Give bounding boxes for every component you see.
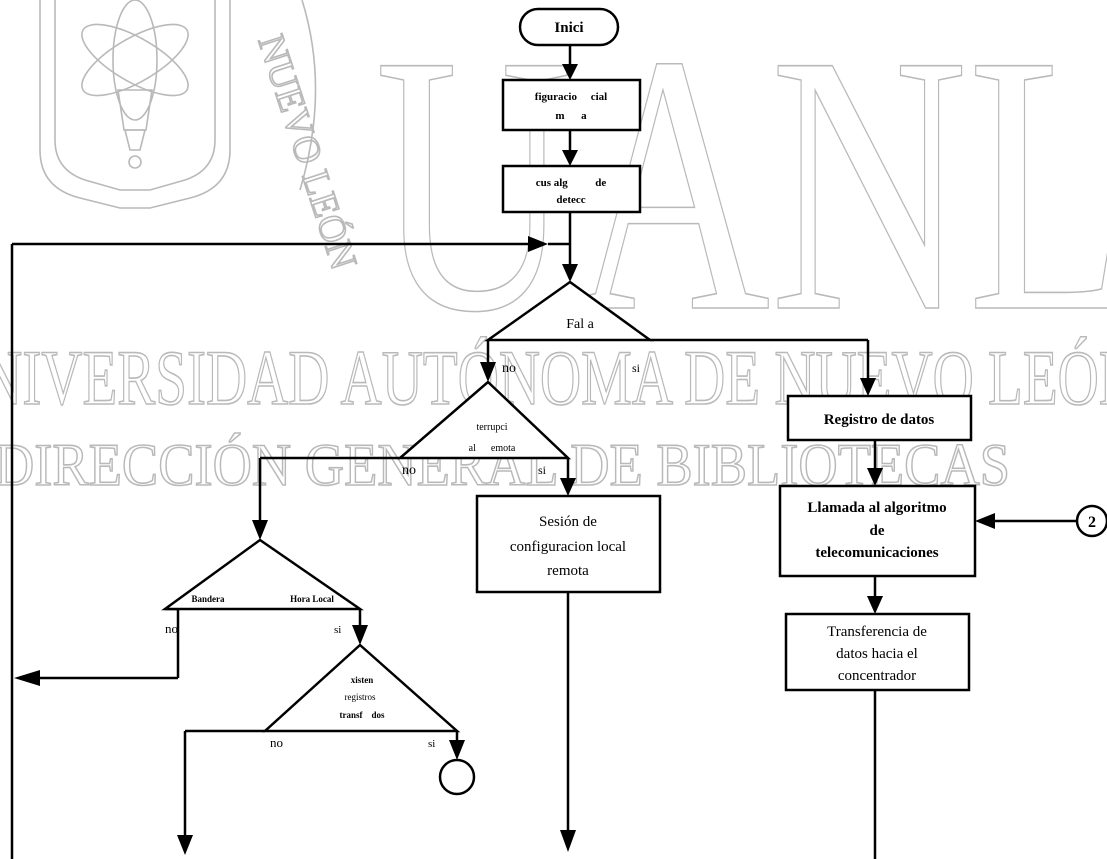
arrowhead-right <box>528 236 548 252</box>
process-label: Sesión de <box>539 514 597 530</box>
arrowhead-down <box>480 362 496 382</box>
branch-no-label: no <box>270 735 283 750</box>
process-label: telecomunicaciones <box>815 545 938 561</box>
decision-label: transf dos <box>339 710 385 720</box>
process-label: m a <box>555 110 587 122</box>
arrowhead-down <box>562 64 578 80</box>
decision-falla: Fal a no si <box>484 280 654 376</box>
arrowhead-down <box>562 150 578 166</box>
arrowhead-left <box>14 670 40 686</box>
decision-label: Fal a <box>566 317 594 332</box>
start-label: Inici <box>554 20 583 36</box>
process-label: datos hacia el <box>836 646 918 662</box>
process-label: configuracion local <box>510 539 626 555</box>
decision-label: Hora Local <box>290 594 334 604</box>
process-box-sesion-configuracion: Sesión de configuracion local remota <box>475 494 662 594</box>
arrowhead-down <box>867 596 883 614</box>
arrowhead-down <box>449 740 465 760</box>
seal-arc-text: NUEVO LEÓN <box>249 30 364 275</box>
process-box-llamada-algoritmo: Llamada al algoritmo de telecomunicacion… <box>778 484 977 578</box>
process-box-transferencia-datos: Transferencia de datos hacia el concentr… <box>784 612 971 692</box>
decision-interrupcion: terrupci al emota no si <box>396 380 572 478</box>
decision-label: registros <box>345 692 376 702</box>
process-label: concentrador <box>838 668 916 684</box>
branch-si-label: si <box>538 463 547 477</box>
process-box-algoritmo-deteccion: cus alg de detecc <box>501 164 642 214</box>
arrowhead-down <box>560 830 576 852</box>
arrowhead-down <box>867 468 883 486</box>
branch-no-label: no <box>165 621 178 636</box>
process-label: detecc <box>556 194 585 206</box>
process-label: Registro de datos <box>824 412 935 428</box>
arrowhead-down <box>352 625 368 645</box>
arrowhead-down <box>560 478 576 496</box>
branch-si-label: si <box>334 624 341 636</box>
decision-label: Bandera <box>191 594 225 604</box>
decision-label: terrupci <box>476 422 507 433</box>
process-box-configuracion-inicial: figuracio cial m a <box>501 78 642 132</box>
branch-no-label: no <box>402 463 416 478</box>
process-label: figuracio cial <box>535 91 607 103</box>
process-label: Transferencia de <box>827 624 927 640</box>
process-label: de <box>870 523 885 539</box>
decision-label: xisten <box>351 675 374 685</box>
process-box-registro-datos: Registro de datos <box>786 394 973 442</box>
decision-label: al emota <box>469 443 516 454</box>
connector-label: 2 <box>1088 514 1096 531</box>
process-label: Llamada al algoritmo <box>807 500 946 516</box>
process-label: remota <box>547 563 589 579</box>
start-terminal: Inici <box>518 7 620 47</box>
arrowhead-down <box>562 264 578 282</box>
flowchart-lines <box>10 45 1077 859</box>
branch-si-label: si <box>632 361 641 375</box>
watermark-uanl: UANL <box>375 0 1107 389</box>
offpage-connector-circle <box>438 758 476 796</box>
branch-si-label: si <box>428 738 435 750</box>
connector-2: 2 <box>1075 504 1107 538</box>
arrowhead-left <box>975 513 995 529</box>
arrowhead-down <box>177 835 193 855</box>
decision-existen-registros: xisten registros transf dos no si <box>261 643 461 750</box>
branch-no-label: no <box>502 361 516 376</box>
decision-bandera-hora-local: Bandera Hora Local no si <box>161 538 365 636</box>
process-label: cus alg de <box>536 177 607 189</box>
university-seal-icon: NUEVO LEÓN <box>39 0 366 275</box>
arrowhead-down <box>252 520 268 540</box>
arrowhead-down <box>860 378 876 396</box>
flowchart-arrowheads <box>14 64 995 855</box>
